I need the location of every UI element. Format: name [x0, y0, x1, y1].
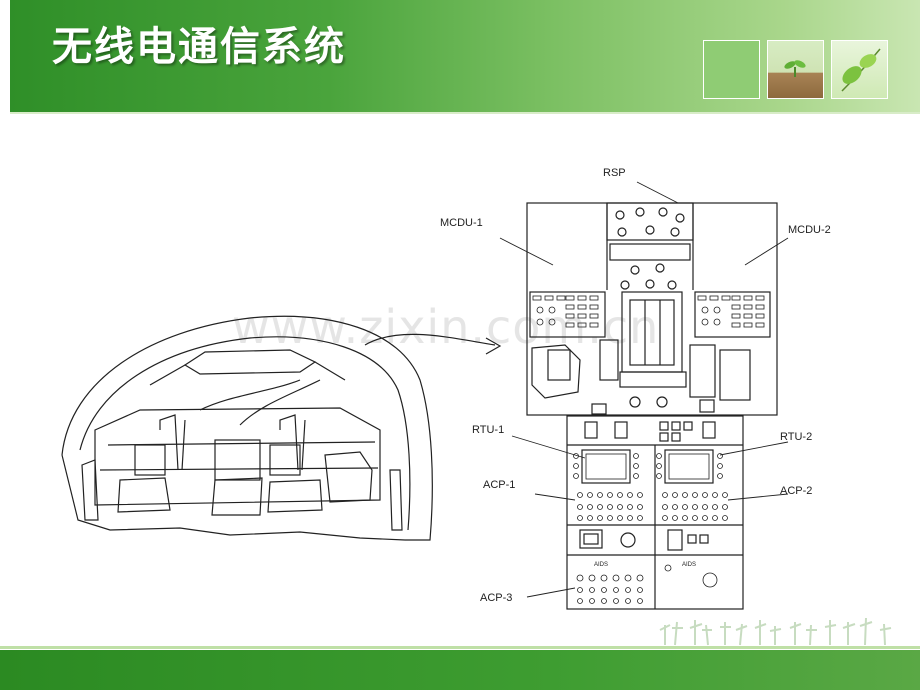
label-acp-3: ACP-3: [480, 592, 512, 604]
slide-title: 无线电通信系统: [52, 24, 346, 70]
leaf-photo-tile: [831, 40, 888, 99]
label-rtu-1: RTU-1: [472, 424, 504, 436]
sprout-icon: [784, 60, 806, 77]
header-divider: [10, 112, 920, 114]
arrow-head: [485, 337, 502, 355]
label-aids-left: AIDS: [594, 562, 608, 568]
sprout-photo-tile: [767, 40, 824, 99]
decor-tile-plain: [703, 40, 760, 99]
cockpit-cutaway-drawing: [61, 315, 433, 541]
label-acp-2: ACP-2: [780, 485, 812, 497]
footer-band: [0, 650, 920, 690]
grass-decoration: [659, 617, 892, 646]
label-aids-right: AIDS: [682, 562, 696, 568]
leaf-icon: [841, 48, 881, 92]
label-rsp: RSP: [603, 167, 626, 179]
leader-lines: [499, 181, 789, 598]
watermark-text: www.zixin.com.cn: [232, 300, 660, 354]
pedestal-panel-drawing: [526, 202, 778, 610]
label-mcdu-2: MCDU-2: [788, 224, 831, 236]
pointer-arrow: [364, 333, 496, 346]
label-mcdu-1: MCDU-1: [440, 217, 483, 229]
label-rtu-2: RTU-2: [780, 431, 812, 443]
footer-divider: [0, 646, 920, 649]
label-acp-1: ACP-1: [483, 479, 515, 491]
